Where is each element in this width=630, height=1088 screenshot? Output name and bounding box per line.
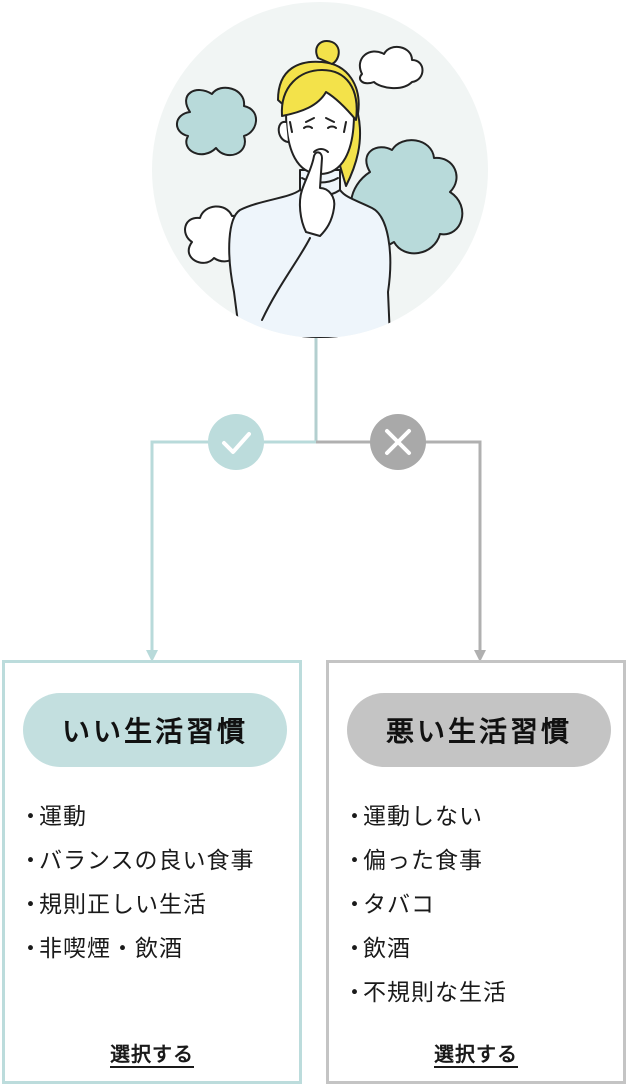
list-item: ・飲酒 (343, 936, 411, 962)
thinking-woman-illustration (152, 2, 488, 338)
list-item: ・非喫煙・飲酒 (19, 936, 183, 962)
list-item: ・規則正しい生活 (19, 892, 207, 918)
x-icon (370, 414, 426, 470)
list-item: ・タバコ (343, 892, 435, 918)
bad-habits-title: 悪い生活習慣 (347, 693, 611, 767)
list-item: ・運動しない (343, 804, 483, 830)
check-icon (208, 414, 264, 470)
select-good-button[interactable]: 選択する (110, 1042, 194, 1066)
bad-habits-list: ・運動しない ・偏った食事 ・タバコ ・飲酒 ・不規則な生活 (343, 795, 507, 1015)
branch-connector (146, 338, 486, 662)
list-item: ・偏った食事 (343, 848, 483, 874)
good-habits-list: ・運動 ・バランスの良い食事 ・規則正しい生活 ・非喫煙・飲酒 (19, 795, 255, 971)
bad-habits-card: 悪い生活習慣 ・運動しない ・偏った食事 ・タバコ ・飲酒 ・不規則な生活 選択… (326, 660, 626, 1084)
list-item: ・運動 (19, 804, 87, 830)
good-habits-title: いい生活習慣 (23, 693, 287, 767)
list-item: ・バランスの良い食事 (19, 848, 255, 874)
list-item: ・不規則な生活 (343, 980, 507, 1006)
good-habits-card: いい生活習慣 ・運動 ・バランスの良い食事 ・規則正しい生活 ・非喫煙・飲酒 選… (2, 660, 302, 1084)
select-bad-button[interactable]: 選択する (434, 1042, 518, 1066)
